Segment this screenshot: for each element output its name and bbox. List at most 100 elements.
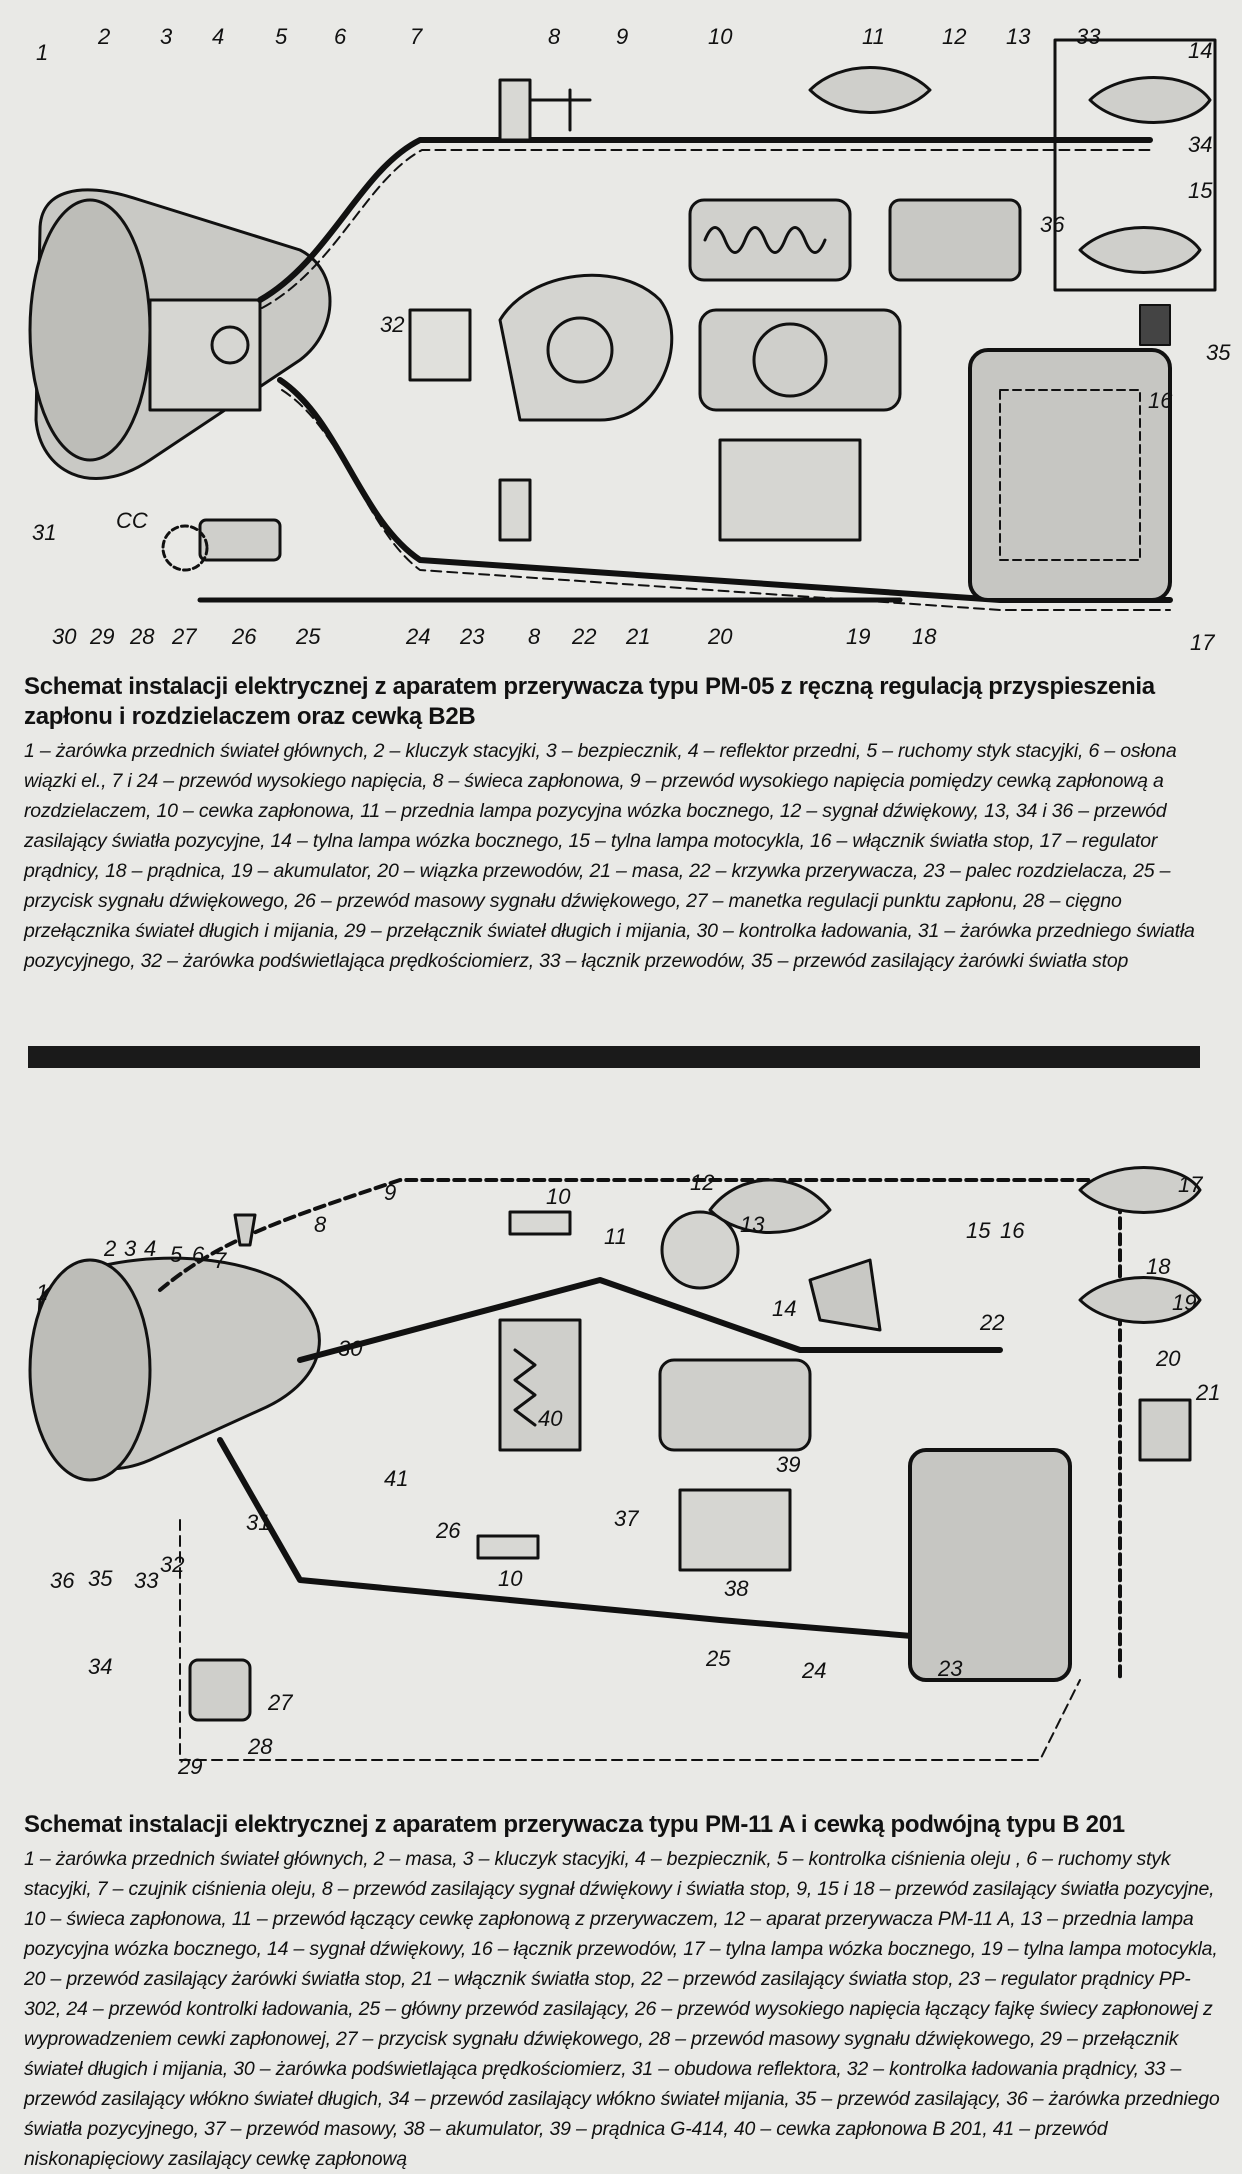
headlamp-lens xyxy=(28,1258,152,1482)
label-32: 32 xyxy=(160,1552,184,1577)
label-34: 34 xyxy=(88,1654,112,1679)
label-15: 15 xyxy=(966,1218,991,1243)
label-7: 7 xyxy=(410,24,423,49)
label-22: 22 xyxy=(571,624,596,649)
label-17: 17 xyxy=(1190,630,1215,655)
label-35: 35 xyxy=(88,1566,113,1591)
label-26: 26 xyxy=(435,1518,461,1543)
label-35: 35 xyxy=(1206,340,1231,365)
spark-plug-upper xyxy=(508,1210,572,1236)
label-19: 19 xyxy=(846,624,870,649)
main-supply-lower xyxy=(217,1437,963,1643)
label-30: 30 xyxy=(52,624,77,649)
wiring-diagram-pm05-drawing: 1 2 3 4 5 6 7 8 9 10 11 12 13 33 14 34 1… xyxy=(28,24,1231,655)
label-36: 36 xyxy=(1040,212,1065,237)
wire-harness-top xyxy=(257,137,1153,303)
label-1: 1 xyxy=(36,40,48,65)
horn xyxy=(808,1258,882,1332)
label-6: 6 xyxy=(192,1242,205,1267)
diagram2-legend: 1 – żarówka przednich świateł głównych, … xyxy=(24,1848,1220,2170)
label-27: 27 xyxy=(267,1690,293,1715)
label-27: 27 xyxy=(171,624,197,649)
section-divider xyxy=(28,1046,1200,1068)
wiring-diagram-pm11a-drawing: 1 2 3 4 5 6 7 8 9 10 11 12 13 14 15 16 1… xyxy=(28,1166,1220,1779)
battery xyxy=(678,1488,792,1572)
label-15: 15 xyxy=(1188,178,1213,203)
label-23: 23 xyxy=(459,624,485,649)
label-13: 13 xyxy=(1006,24,1031,49)
label-25: 25 xyxy=(705,1646,731,1671)
label-5: 5 xyxy=(275,24,288,49)
wire-harness-bottom-dashed xyxy=(281,389,1171,611)
ignition-switch xyxy=(148,298,262,412)
spark-plug-upper xyxy=(498,78,532,142)
label-23: 23 xyxy=(937,1656,963,1681)
label-11: 11 xyxy=(604,1224,627,1249)
ignition-coil xyxy=(688,198,852,282)
wiring-diagram-pm11a: 1 2 3 4 5 6 7 8 9 10 11 12 13 14 15 16 1… xyxy=(0,1120,1242,1840)
label-18: 18 xyxy=(1146,1254,1171,1279)
label-30: 30 xyxy=(338,1336,363,1361)
wiring-diagram-pm05: 1 2 3 4 5 6 7 8 9 10 11 12 13 33 14 34 1… xyxy=(0,0,1242,660)
label-37: 37 xyxy=(614,1506,639,1531)
label-17: 17 xyxy=(1178,1172,1203,1197)
label-2: 2 xyxy=(97,24,110,49)
label-29: 29 xyxy=(177,1754,202,1779)
dynamo xyxy=(698,308,902,412)
spark-plug-lower xyxy=(498,478,532,542)
label-33: 33 xyxy=(134,1568,159,1593)
label-8-bottom: 8 xyxy=(528,624,541,649)
label-22: 22 xyxy=(979,1310,1004,1335)
wire-harness-top-dashed xyxy=(261,149,1151,309)
label-31: 31 xyxy=(32,520,56,545)
label-5: 5 xyxy=(170,1242,183,1267)
label-21: 21 xyxy=(1195,1380,1220,1405)
stop-switch xyxy=(1139,304,1171,346)
main-supply-wire xyxy=(297,1277,1003,1363)
label-33: 33 xyxy=(1076,24,1101,49)
oil-pressure-sensor xyxy=(233,1213,257,1247)
label-11: 11 xyxy=(862,24,885,49)
ignition-coil-b201 xyxy=(498,1318,582,1452)
label-31: 31 xyxy=(246,1510,270,1535)
label-4: 4 xyxy=(212,24,224,49)
label-10-top: 10 xyxy=(546,1184,571,1209)
diagram2-title: Schemat instalacji elektrycznej z aparat… xyxy=(24,1811,1125,1838)
label-14: 14 xyxy=(772,1296,796,1321)
dimmer-harness xyxy=(179,1519,1081,1761)
ignition-contact xyxy=(210,325,250,365)
label-21: 21 xyxy=(625,624,650,649)
label-12: 12 xyxy=(690,1170,714,1195)
stop-light-switch xyxy=(1138,1398,1192,1462)
label-12: 12 xyxy=(942,24,966,49)
diagram1-caption: Schemat instalacji elektrycznej z aparat… xyxy=(24,672,1220,976)
sidecar-rear-lamp xyxy=(1088,76,1212,124)
diagram2-caption: Schemat instalacji elektrycznej z aparat… xyxy=(24,1810,1220,2174)
label-8: 8 xyxy=(314,1212,327,1237)
dimmer-switch xyxy=(198,518,282,562)
label-3: 3 xyxy=(124,1236,137,1261)
label-25: 25 xyxy=(295,624,321,649)
sidecar-front-lamp xyxy=(808,66,932,114)
label-26: 26 xyxy=(231,624,257,649)
label-20: 20 xyxy=(1155,1346,1181,1371)
label-7: 7 xyxy=(214,1248,227,1273)
motorcycle-rear-lamp xyxy=(1078,1276,1202,1324)
label-1: 1 xyxy=(36,1280,48,1305)
diagram1-legend: 1 – żarówka przednich świateł głównych, … xyxy=(24,740,1195,972)
label-40: 40 xyxy=(538,1406,563,1431)
label-10: 10 xyxy=(708,24,733,49)
sidecar-rear-lamp xyxy=(1078,1166,1202,1214)
wire-harness-bottom xyxy=(277,377,1173,603)
label-6: 6 xyxy=(334,24,347,49)
label-16: 16 xyxy=(1148,388,1173,413)
label-cc: CC xyxy=(116,508,148,533)
label-4: 4 xyxy=(144,1236,156,1261)
label-36: 36 xyxy=(50,1568,75,1593)
label-14: 14 xyxy=(1188,38,1212,63)
regulator-pp302 xyxy=(908,1448,1072,1682)
condenser xyxy=(408,308,472,382)
harness-outer xyxy=(158,1178,1122,1682)
battery xyxy=(718,438,862,542)
dimmer-switch xyxy=(188,1658,252,1722)
